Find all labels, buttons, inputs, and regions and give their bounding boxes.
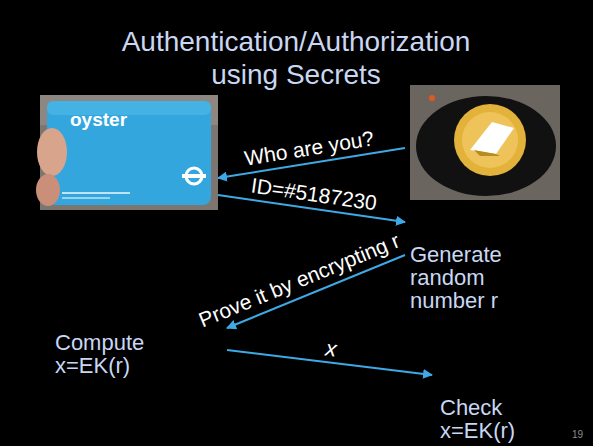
card-logo-text: oyster [70,109,190,131]
reader-picture-node: Generate random number r [405,82,565,314]
card-picture-node: oyster [40,95,218,210]
step-text: Compute x=EK(r) [55,331,167,377]
arrow-label: ID=#5187230 [247,174,379,213]
oyster-card-photo [36,95,218,210]
arrow-label: Prove it by encrypting r [194,229,404,331]
slide-title: Authentication/Authorization using Secre… [106,25,486,91]
step-text: Generate random number r [410,243,522,312]
card-reader-photo [410,85,560,200]
arrow-label: x [322,337,340,361]
step-text-node: Check x=EK(r) [432,372,542,444]
step-text: Check x=EK(r) [440,396,540,442]
page-number: 19 [572,430,583,440]
step-text-node: Compute x=EK(r) [52,326,227,386]
